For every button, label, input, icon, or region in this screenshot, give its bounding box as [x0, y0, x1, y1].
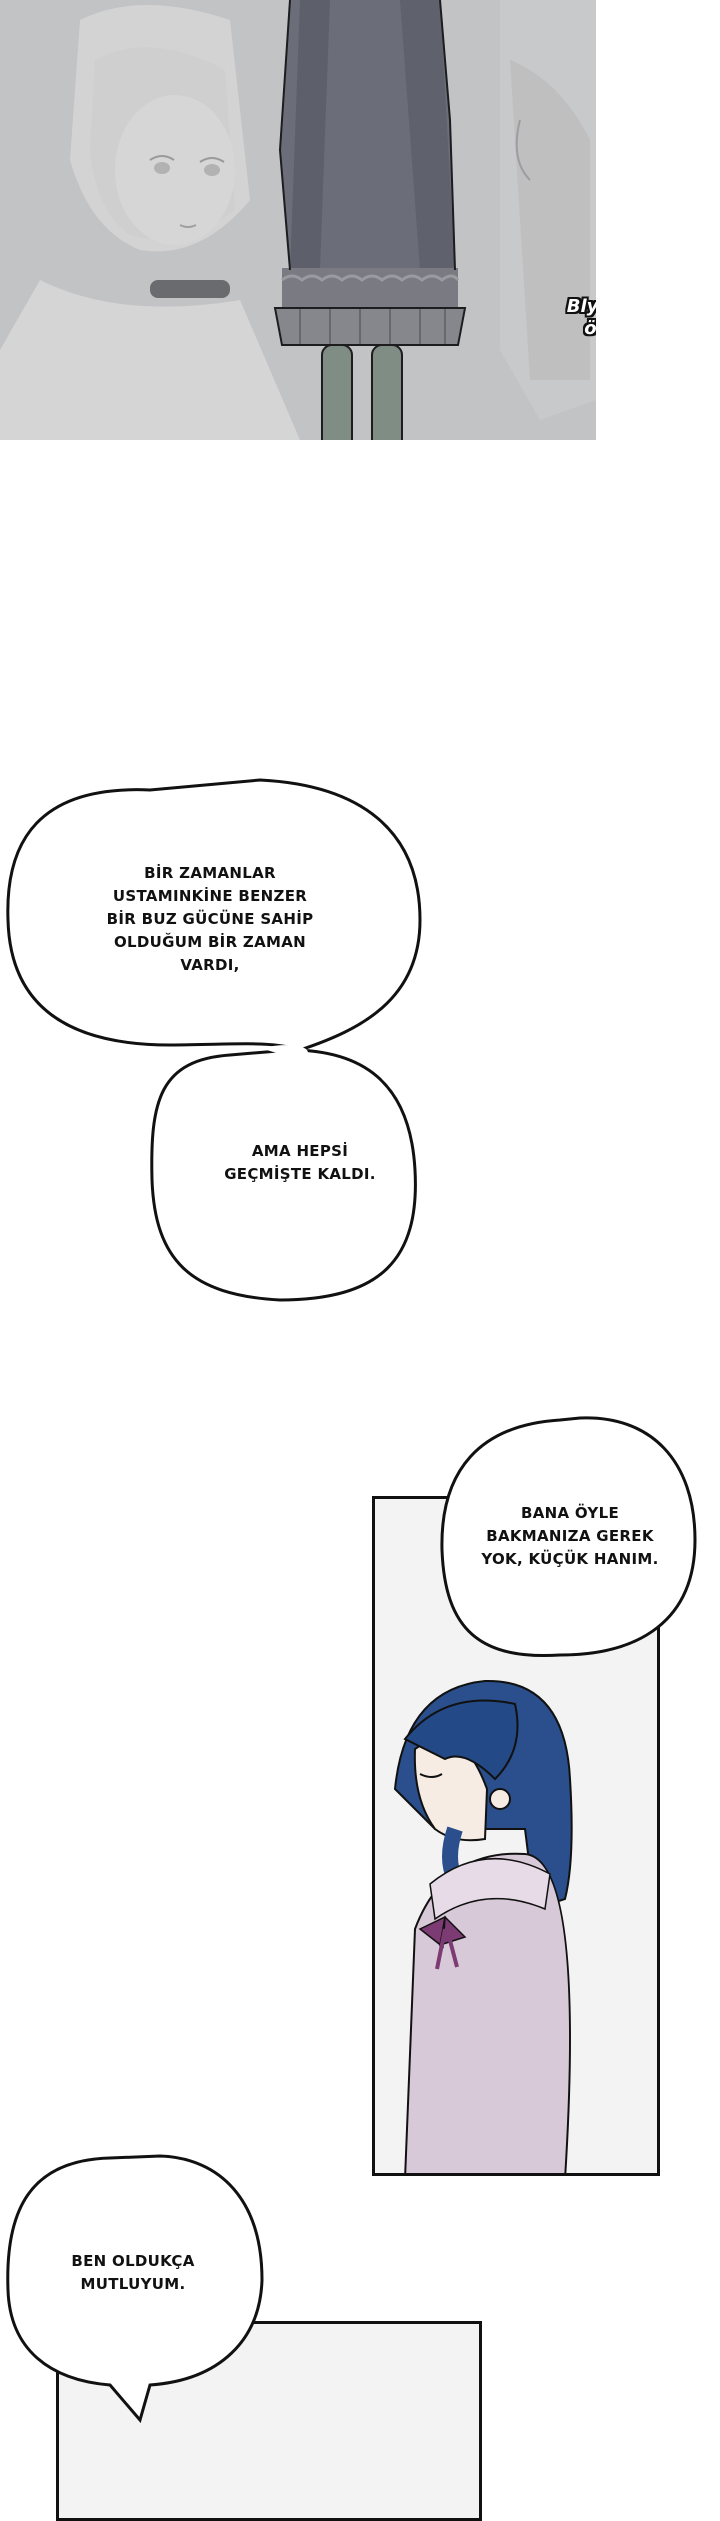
bubble-3-line-1: BANA ÖYLE	[520, 1504, 619, 1522]
bubble-1-text: BİR ZAMANLAR USTAMINKİNE BENZER BİR BUZ …	[40, 862, 380, 977]
flashback-illustration	[0, 0, 596, 440]
caption-line-2: öfkesi.	[584, 318, 596, 339]
bubble-1-line-3: BİR BUZ GÜCÜNE SAHİP	[106, 910, 314, 928]
speech-bubble-4	[6, 2154, 264, 2424]
bubble-3-line-3: YOK, KÜÇÜK HANIM.	[481, 1550, 659, 1568]
bubble-4-text: BEN OLDUKÇA MUTLUYUM.	[18, 2250, 248, 2296]
bubble-1-line-1: BİR ZAMANLAR	[144, 864, 276, 882]
bubble-3-text: BANA ÖYLE BAKMANIZA GEREK YOK, KÜÇÜK HAN…	[445, 1502, 695, 1571]
bubble-4-line-1: BEN OLDUKÇA	[71, 2252, 195, 2270]
speech-bubble-2	[150, 1048, 417, 1302]
bubble-2-line-1: AMA HEPSİ	[251, 1142, 349, 1160]
speech-bubble-3	[440, 1416, 697, 1658]
flashback-panel: Blythe'nin öfkesi.	[0, 0, 596, 440]
bubble-1-line-5: VARDI,	[180, 956, 240, 974]
speech-bubble-1	[6, 778, 422, 1052]
character-panel	[372, 1496, 660, 2176]
bubble-2-line-2: GEÇMİŞTE KALDI.	[224, 1165, 376, 1183]
bubble-1-line-2: USTAMINKİNE BENZER	[112, 887, 308, 905]
bubble-2-text: AMA HEPSİ GEÇMİŞTE KALDI.	[190, 1140, 410, 1186]
bubble-1-line-4: OLDUĞUM BİR ZAMAN	[113, 933, 307, 951]
bubble-4-line-2: MUTLUYUM.	[80, 2275, 186, 2293]
caption-line-1: Blythe'nin	[566, 296, 596, 317]
narration-caption: Blythe'nin öfkesi.	[548, 296, 596, 340]
bubble-3-line-2: BAKMANIZA GEREK	[486, 1527, 654, 1545]
